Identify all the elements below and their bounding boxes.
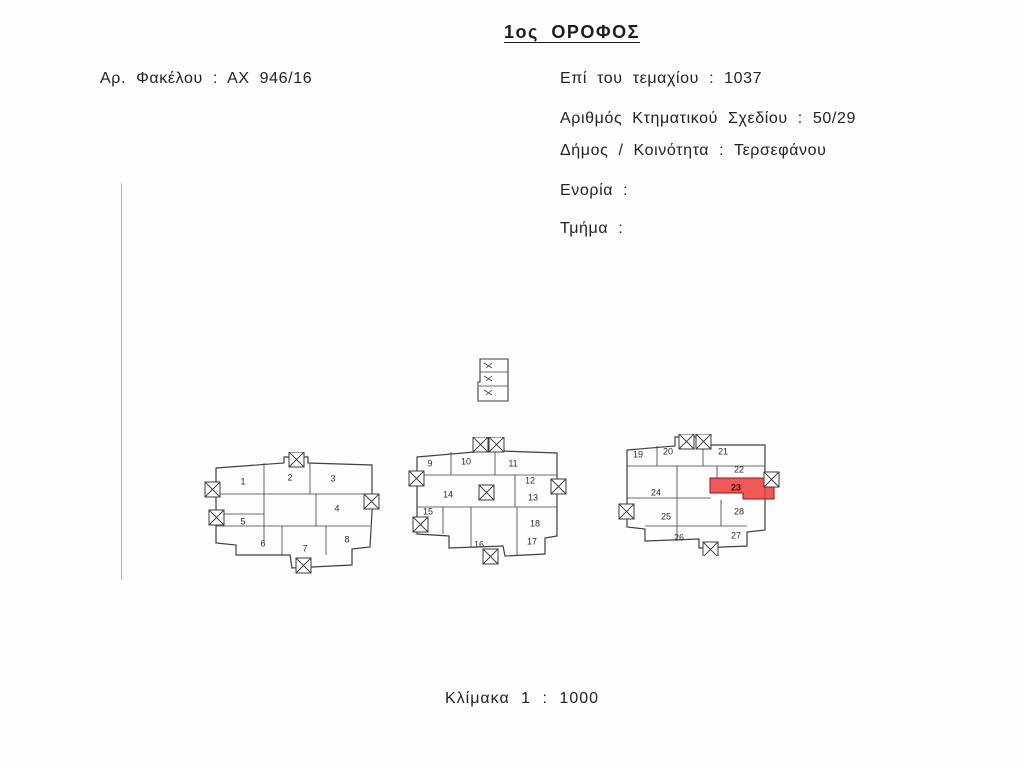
field-plot: Επί του τεμαχίου : 1037	[560, 70, 763, 87]
field-cadastral-plan: Αριθμός Κτηματικού Σχεδίου : 50/29	[560, 110, 856, 127]
stairwell-icon	[412, 516, 429, 533]
scan-artifact-line	[121, 183, 122, 580]
unit-label-23-highlighted: 23	[730, 482, 742, 493]
field-parish: Ενορία :	[560, 182, 629, 199]
mini-plan	[472, 356, 514, 404]
scale-label: Κλίμακα 1 : 1000	[444, 690, 600, 707]
file-number-label: Αρ. Φακέλου : ΑΧ 946/16	[100, 70, 313, 87]
unit-label-4: 4	[334, 503, 340, 514]
unit-label-10: 10	[460, 456, 472, 467]
unit-label-17: 17	[526, 536, 538, 547]
unit-label-5: 5	[240, 516, 246, 527]
unit-label-20: 20	[662, 446, 674, 457]
stairwell-icon	[678, 434, 695, 450]
stairwell-icon	[408, 470, 425, 487]
unit-label-27: 27	[730, 530, 742, 541]
stairwell-icon	[295, 557, 312, 574]
stairwell-icon	[550, 478, 567, 495]
page-title: 1ος ΟΡΟΦΟΣ	[504, 22, 640, 42]
unit-label-24: 24	[650, 487, 662, 498]
mini-plan-drawing	[477, 358, 509, 402]
building-block-b: 9 10 11 12 13 14 15 16 17 18	[407, 437, 569, 565]
stairwell-icon	[763, 471, 780, 488]
unit-label-28: 28	[733, 506, 745, 517]
stairwell-icon	[204, 481, 221, 498]
stairwell-icon	[702, 541, 719, 556]
unit-label-21: 21	[717, 446, 729, 457]
unit-label-1: 1	[240, 476, 246, 487]
field-municipality: Δήμος / Κοινότητα : Τερσεφάνου	[560, 142, 827, 159]
stairwell-icon	[482, 548, 499, 565]
field-section: Τμήμα :	[560, 220, 624, 237]
stairwell-icon	[363, 493, 380, 510]
stairwell-icon	[208, 509, 225, 526]
building-block-a: 1 2 3 4 5 6 7 8	[204, 452, 382, 577]
unit-label-2: 2	[287, 472, 293, 483]
floor-plan-drawing-c	[618, 434, 780, 556]
stairwell-icon	[478, 484, 495, 501]
unit-label-15: 15	[422, 506, 434, 517]
unit-label-8: 8	[344, 534, 350, 545]
stairwell-icon	[472, 437, 489, 453]
unit-label-11: 11	[508, 458, 518, 469]
stairwell-icon	[618, 503, 635, 520]
unit-label-25: 25	[660, 511, 672, 522]
stairwell-icon	[288, 452, 305, 468]
unit-label-6: 6	[260, 538, 266, 549]
stairwell-icon	[695, 434, 712, 450]
unit-label-14: 14	[442, 489, 454, 500]
unit-label-7: 7	[302, 543, 308, 554]
unit-label-16: 16	[473, 539, 485, 550]
unit-label-18: 18	[529, 518, 541, 529]
unit-label-3: 3	[330, 473, 336, 484]
unit-label-26: 26	[673, 532, 685, 543]
unit-label-12: 12	[524, 475, 536, 486]
stairwell-icon	[488, 437, 505, 453]
unit-label-22: 22	[733, 464, 745, 475]
unit-label-19: 19	[632, 449, 644, 460]
unit-label-9: 9	[427, 458, 433, 469]
unit-label-13: 13	[527, 492, 539, 503]
building-block-c: 19 20 21 22 23 24 25 26 27 28	[617, 434, 782, 556]
floor-plan-drawing-b	[408, 437, 567, 565]
floor-plan-drawing-a	[204, 452, 380, 574]
